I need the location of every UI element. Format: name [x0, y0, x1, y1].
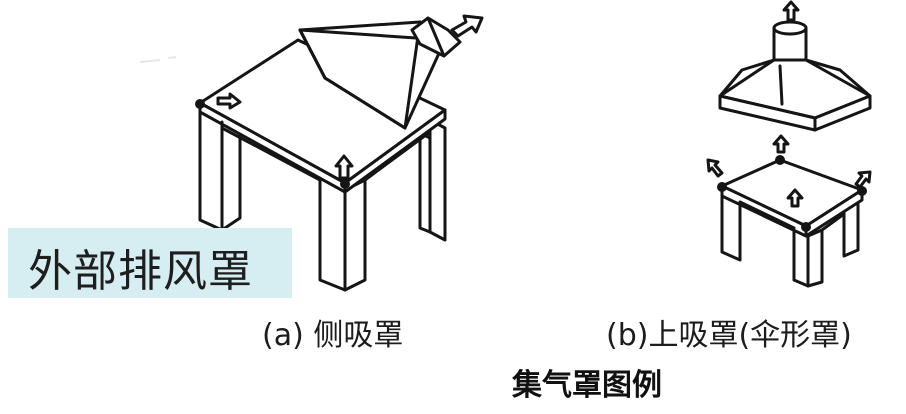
flow-arrow-corner-left [216, 92, 242, 110]
title-badge: 外部排风罩 [8, 228, 292, 298]
corner-dot [857, 186, 867, 196]
caption-side-hood: (a) 侧吸罩 [262, 318, 404, 353]
corner-dot [801, 222, 811, 232]
side-hood-table [198, 38, 447, 292]
badge-label: 外部排风罩 [28, 246, 253, 297]
corner-dot [717, 182, 727, 192]
side-hood [298, 16, 462, 130]
flow-arrow-table-center [786, 188, 804, 208]
flow-arrow-table-back [772, 134, 790, 154]
scan-noise [139, 56, 177, 63]
corner-dot [775, 155, 785, 165]
corner-dot [340, 179, 350, 189]
flow-arrow-table-left [706, 158, 724, 178]
flow-arrow-corner-front [334, 154, 354, 180]
corner-dot [195, 99, 205, 109]
canopy-hood [718, 20, 872, 132]
flow-arrow-table-right [854, 170, 872, 189]
canopy-table [720, 158, 864, 288]
flow-arrow-outlet [450, 14, 484, 38]
flow-arrow-duct [782, 0, 800, 22]
figure-title: 集气罩图例 [512, 368, 662, 403]
caption-canopy-hood: (b)上吸罩(伞形罩) [606, 318, 852, 353]
